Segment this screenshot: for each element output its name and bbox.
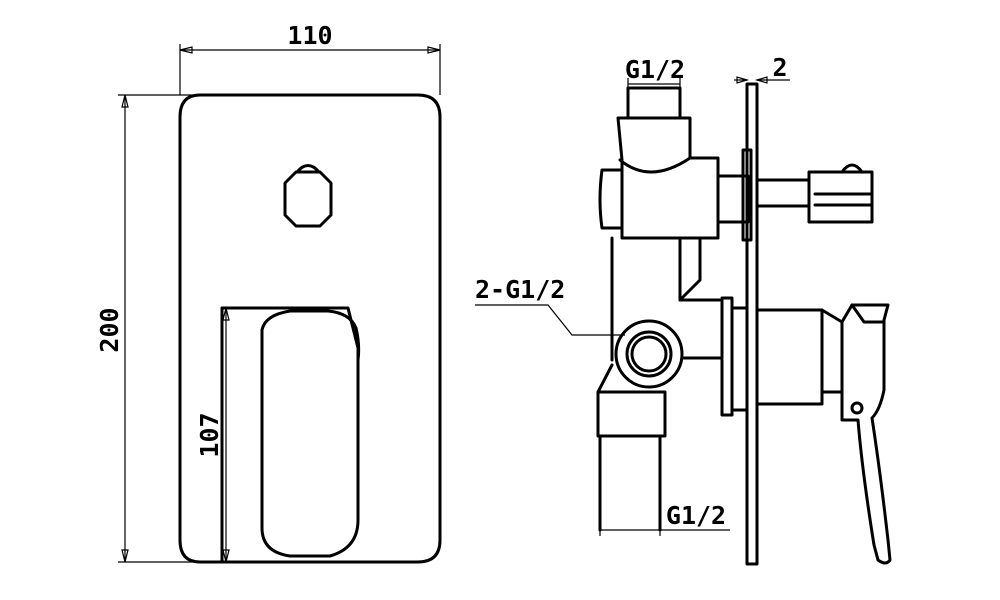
lever-side <box>840 303 892 565</box>
plate-thickness-dimension: 2 <box>734 53 790 84</box>
upper-valve-curve <box>618 156 692 174</box>
side-view <box>596 82 892 566</box>
handle-height-label: 107 <box>195 412 224 457</box>
diverter-stem <box>716 174 750 224</box>
top-thread-dimension: G1/2 <box>625 55 685 88</box>
diverter-flange <box>741 148 753 242</box>
side-port-outer <box>614 319 684 389</box>
height-label: 200 <box>95 307 124 352</box>
lever-handle <box>260 309 361 558</box>
side-ports-label: 2-G1/2 <box>475 275 565 304</box>
bottom-thread-label: G1/2 <box>666 501 726 530</box>
width-label: 110 <box>287 21 332 50</box>
side-port-core <box>630 335 668 373</box>
diverter-shaft <box>755 178 811 208</box>
cover-plate <box>178 93 442 564</box>
upper-valve-body <box>616 116 720 240</box>
cartridge-spindle <box>820 308 844 394</box>
side-port-inner <box>625 330 673 378</box>
handle-height-dimension: 107 <box>195 307 230 563</box>
plate-thickness-label: 2 <box>772 53 787 82</box>
lower-valve-block <box>596 363 667 438</box>
cartridge-flange <box>730 306 749 412</box>
top-thread-label: G1/2 <box>625 55 685 84</box>
height-dimension: 200 <box>95 94 200 563</box>
width-dimension: 110 <box>179 21 441 95</box>
diverter-knob <box>283 170 333 228</box>
front-view <box>178 93 442 564</box>
body-middle <box>678 236 702 302</box>
diverter-knob-side <box>807 170 874 224</box>
bottom-thread-dimension: G1/2 <box>599 498 730 536</box>
cartridge-outer <box>755 308 824 406</box>
diverter-knob-top <box>295 164 321 174</box>
handle-recess <box>220 306 360 350</box>
lower-outlet <box>598 434 662 532</box>
upper-valve-nut <box>598 168 624 230</box>
top-inlet-thread <box>626 86 682 120</box>
side-ports-callout: 2-G1/2 <box>475 275 625 336</box>
cartridge-body <box>680 296 734 417</box>
